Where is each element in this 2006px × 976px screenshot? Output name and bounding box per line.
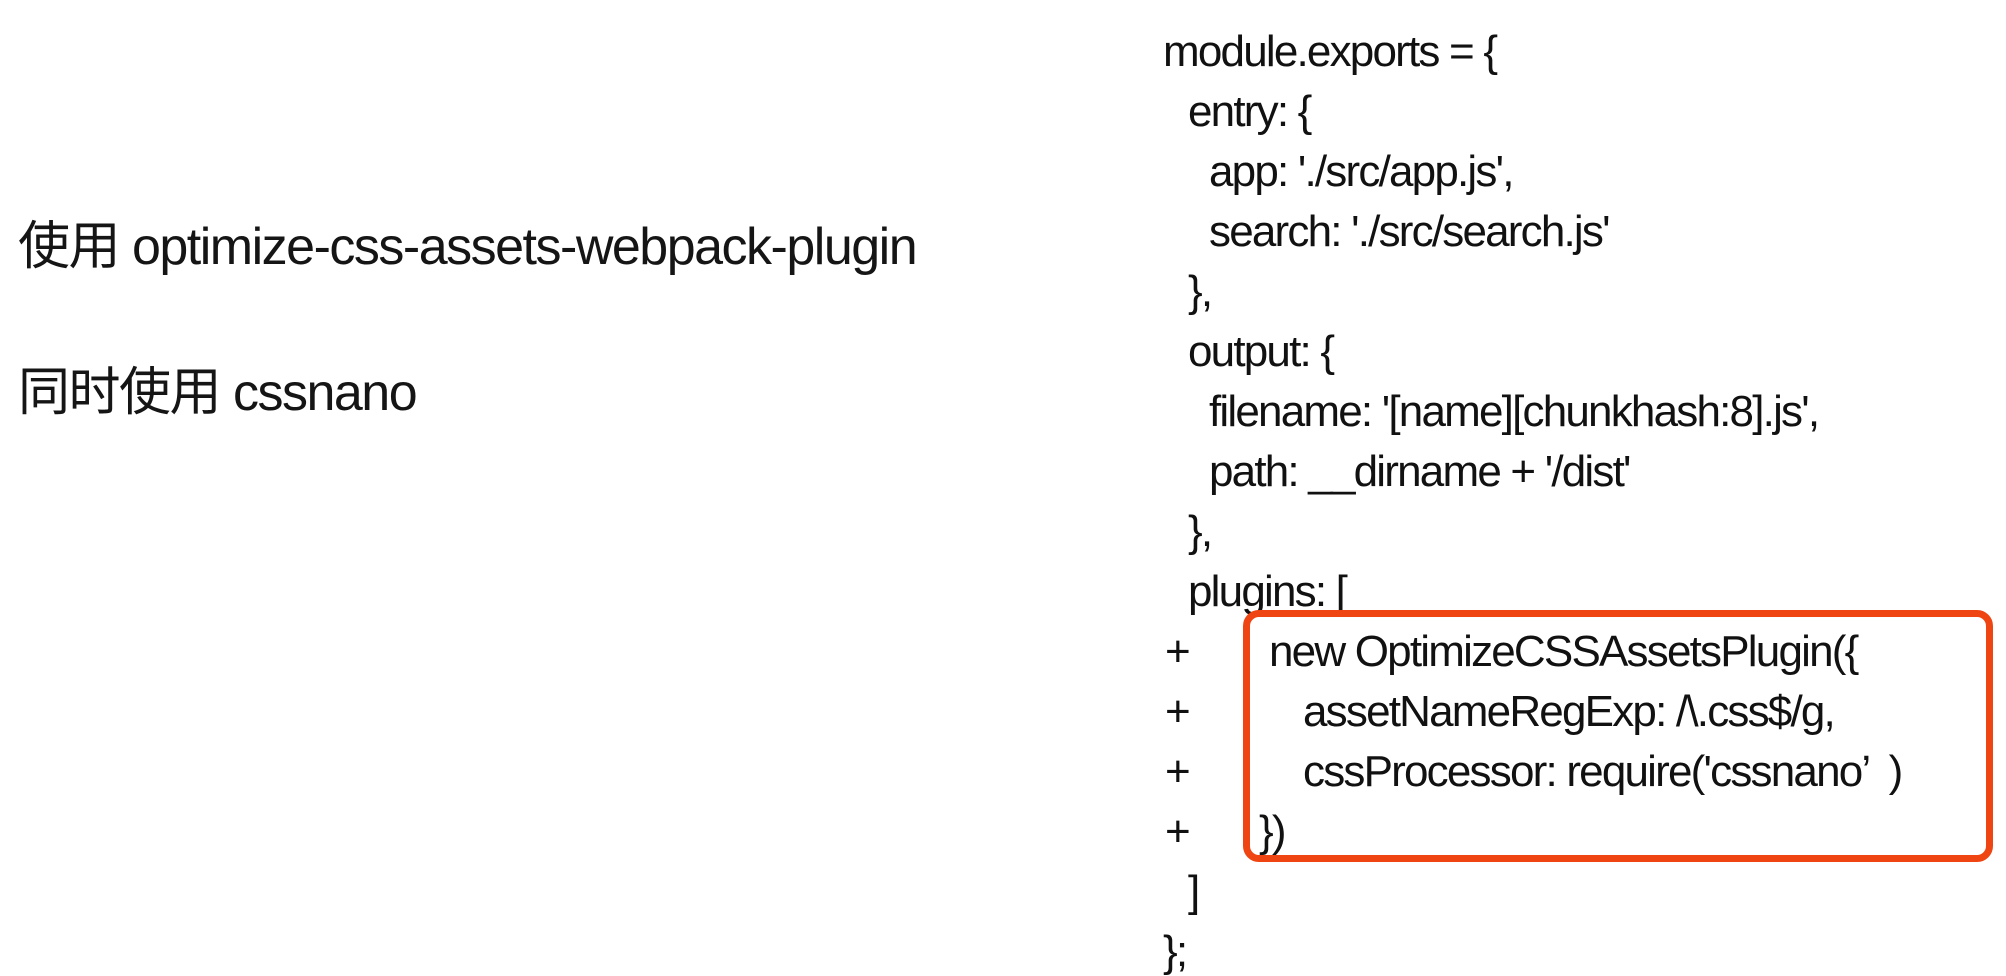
code-text: filename: '[name][chunkhash:8].js',	[1209, 387, 1820, 436]
code-line-added: + new OptimizeCSSAssetsPlugin({	[1163, 622, 2006, 682]
note-use-plugin: 使用 optimize-css-assets-webpack-plugin	[18, 218, 918, 276]
code-text: new OptimizeCSSAssetsPlugin({	[1269, 627, 1859, 676]
code-text: entry: {	[1188, 87, 1312, 136]
code-line: filename: '[name][chunkhash:8].js',	[1163, 382, 2006, 442]
code-line: ]	[1163, 862, 2006, 922]
code-text: path: __dirname + '/dist'	[1209, 447, 1631, 496]
code-line: },	[1163, 262, 2006, 322]
code-text: })	[1259, 807, 1287, 856]
webpack-config-code: module.exports = { entry: { app: './src/…	[1163, 22, 2006, 976]
code-line: path: __dirname + '/dist'	[1163, 442, 2006, 502]
code-line-added: + assetNameRegExp: /\.css$/g,	[1163, 682, 2006, 742]
code-line: plugins: [	[1163, 562, 2006, 622]
code-line: search: './src/search.js'	[1163, 202, 2006, 262]
diff-add-marker: +	[1165, 687, 1191, 736]
code-text: },	[1188, 507, 1213, 556]
code-line: },	[1163, 502, 2006, 562]
code-line: app: './src/app.js',	[1163, 142, 2006, 202]
code-text: module.exports = {	[1163, 27, 1498, 76]
diff-add-marker: +	[1165, 627, 1191, 676]
code-line: };	[1163, 922, 2006, 976]
code-text: assetNameRegExp: /\.css$/g,	[1303, 687, 1836, 736]
code-text: app: './src/app.js',	[1209, 147, 1514, 196]
code-line: entry: {	[1163, 82, 2006, 142]
code-text: },	[1188, 267, 1213, 316]
diff-add-marker: +	[1165, 807, 1191, 856]
code-line-added: + cssProcessor: require('cssnano’ )	[1163, 742, 2006, 802]
code-line-added: +})	[1163, 802, 2006, 862]
code-line: module.exports = {	[1163, 22, 2006, 82]
code-text: output: {	[1188, 327, 1335, 376]
code-text: cssProcessor: require('cssnano’ )	[1303, 747, 1903, 796]
code-line: output: {	[1163, 322, 2006, 382]
note-use-cssnano: 同时使用 cssnano	[18, 364, 418, 422]
code-text: search: './src/search.js'	[1209, 207, 1611, 256]
code-text: plugins: [	[1188, 567, 1348, 616]
code-text: };	[1163, 927, 1188, 976]
diff-add-marker: +	[1165, 747, 1191, 796]
code-text: ]	[1188, 867, 1200, 916]
